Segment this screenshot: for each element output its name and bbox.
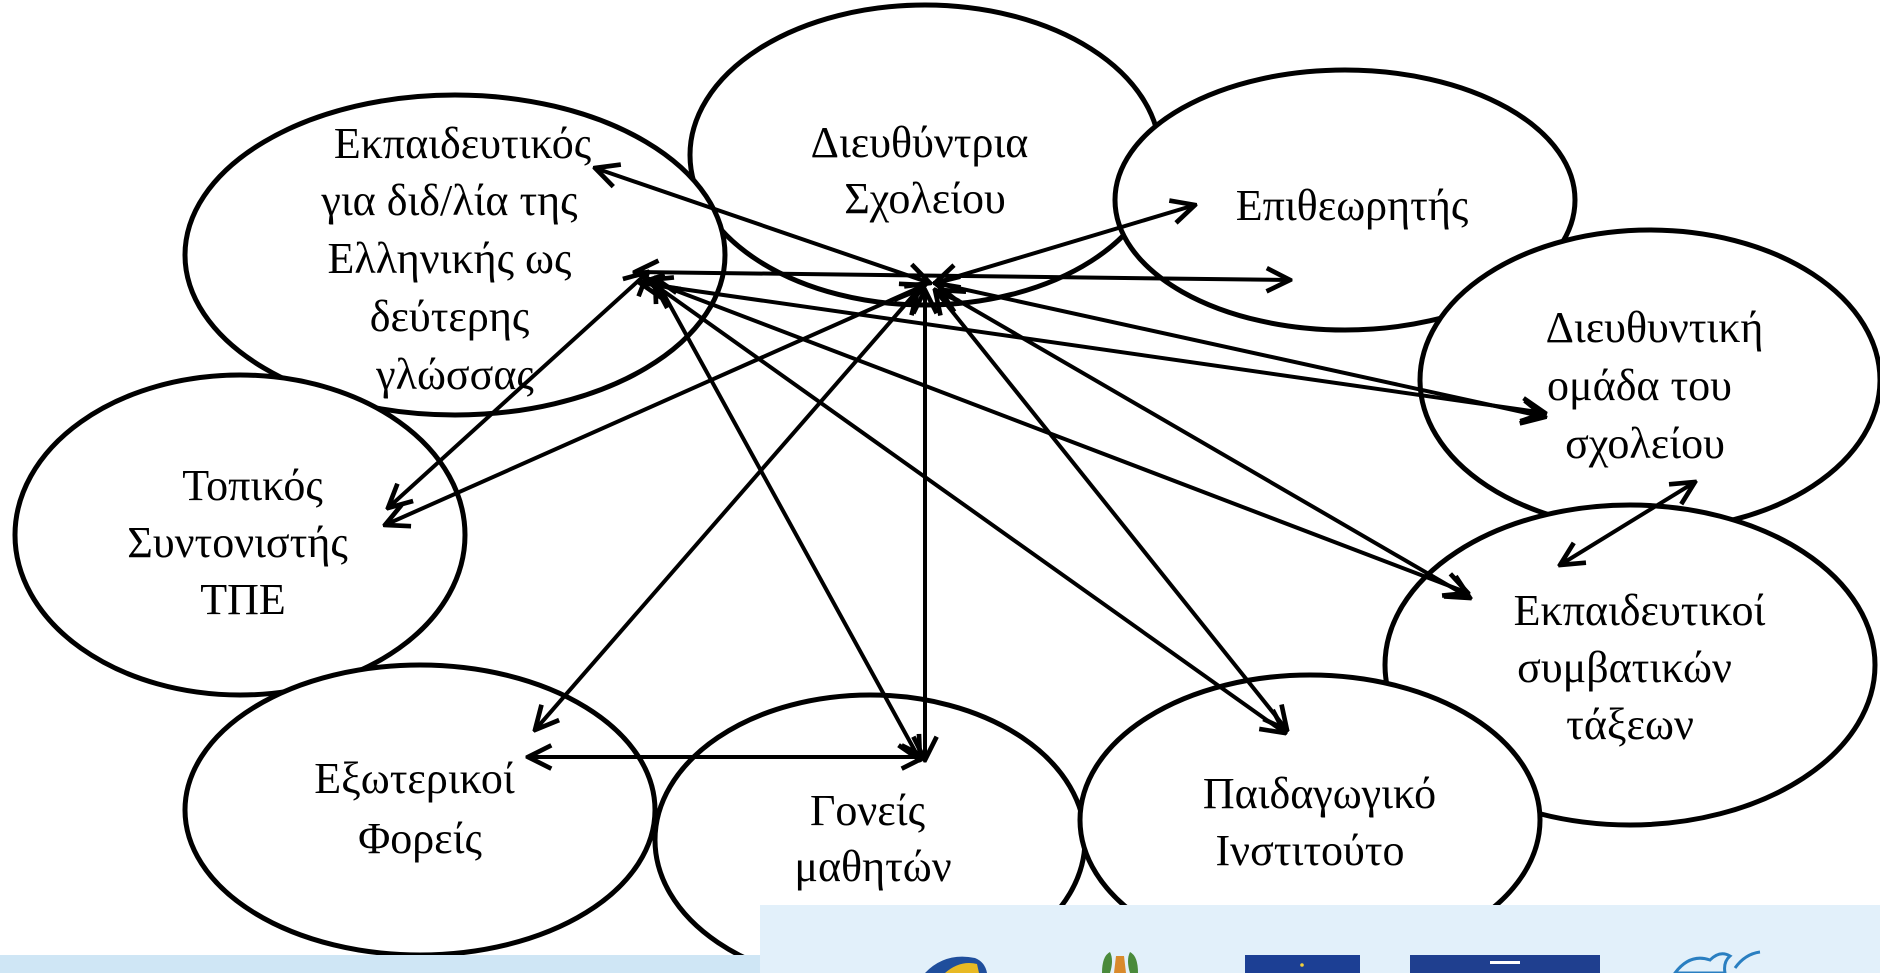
crest-logo (925, 956, 987, 973)
node-inspector-line-1: Επιθεωρητής (1236, 181, 1469, 230)
node-pedagogical-institute-line-1: Παιδαγωγικό (1203, 769, 1436, 818)
eu-flag-logo (1245, 955, 1360, 973)
node-management-team-line-1: Διευθυντική (1546, 303, 1764, 352)
node-external-bodies-line-1: Εξωτερικοί (314, 754, 515, 803)
edge-director-pedagogical-institute (935, 290, 1287, 730)
node-director-label: Διευθύντρια Σχολείου (811, 118, 1040, 223)
node-regular-teachers-label: Εκπαιδευτικοί συμβατικών τάξεων (1514, 586, 1777, 749)
node-ict-coordinator-line-1: Τοπικός (182, 461, 323, 510)
node-external-bodies-shape (182, 662, 658, 958)
node-greek-teacher-label: Εκπαιδευτικός για διδ/λία της Ελληνικής … (320, 119, 602, 399)
node-greek-teacher-line-1: Εκπαιδευτικός (334, 119, 591, 168)
node-ict-coordinator-line-3: ΤΠΕ (200, 575, 286, 624)
edge-management-team-regular-teachers (1560, 482, 1695, 565)
node-external-bodies-label: Εξωτερικοί Φορείς (314, 754, 525, 863)
node-pedagogical-institute-label: Παιδαγωγικό Ινστιτούτο (1203, 769, 1447, 875)
node-regular-teachers-line-2: συμβατικών (1517, 643, 1732, 692)
node-management-team-line-2: ομάδα του (1547, 361, 1732, 410)
node-ict-coordinator-line-2: Συντονιστής (127, 518, 348, 567)
node-external-bodies-line-2: Φορείς (358, 814, 482, 863)
node-regular-teachers-line-3: τάξεων (1566, 700, 1694, 749)
node-ict-coordinator-shape (12, 372, 468, 698)
node-parents-line-1: Γονείς (810, 786, 925, 835)
dove-logo (1673, 950, 1761, 973)
node-greek-teacher-line-4: δεύτερης (370, 292, 530, 341)
edge-director-regular-teachers (940, 290, 1470, 598)
node-management-team-label: Διευθυντική ομάδα του σχολείου (1546, 303, 1775, 468)
cyprus-emblem-logo (1102, 952, 1138, 973)
node-ict-coordinator-label: Τοπικός Συντονιστής ΤΠΕ (127, 461, 359, 624)
node-parents-label: Γονείς μαθητών (794, 786, 951, 891)
node-pedagogical-institute-line-2: Ινστιτούτο (1216, 826, 1405, 875)
node-regular-teachers-line-1: Εκπαιδευτικοί (1514, 586, 1766, 635)
edge-greek-teacher-pedagogical-institute (655, 285, 1285, 733)
node-greek-teacher-line-5: γλώσσας (375, 350, 534, 399)
node-greek-teacher-line-2: για διδ/λία της (320, 176, 577, 225)
espa-logo (1410, 955, 1600, 973)
node-director-line-1: Διευθύντρια (811, 118, 1029, 167)
node-director-line-2: Σχολείου (844, 174, 1006, 223)
node-parents-line-2: μαθητών (794, 842, 951, 891)
footer-band (0, 955, 760, 973)
node-management-team-line-3: σχολείου (1565, 419, 1725, 468)
edge-greek-teacher-parents (655, 278, 920, 760)
node-inspector-label: Επιθεωρητής (1236, 181, 1469, 230)
node-greek-teacher-line-3: Ελληνικής ως (328, 234, 572, 283)
